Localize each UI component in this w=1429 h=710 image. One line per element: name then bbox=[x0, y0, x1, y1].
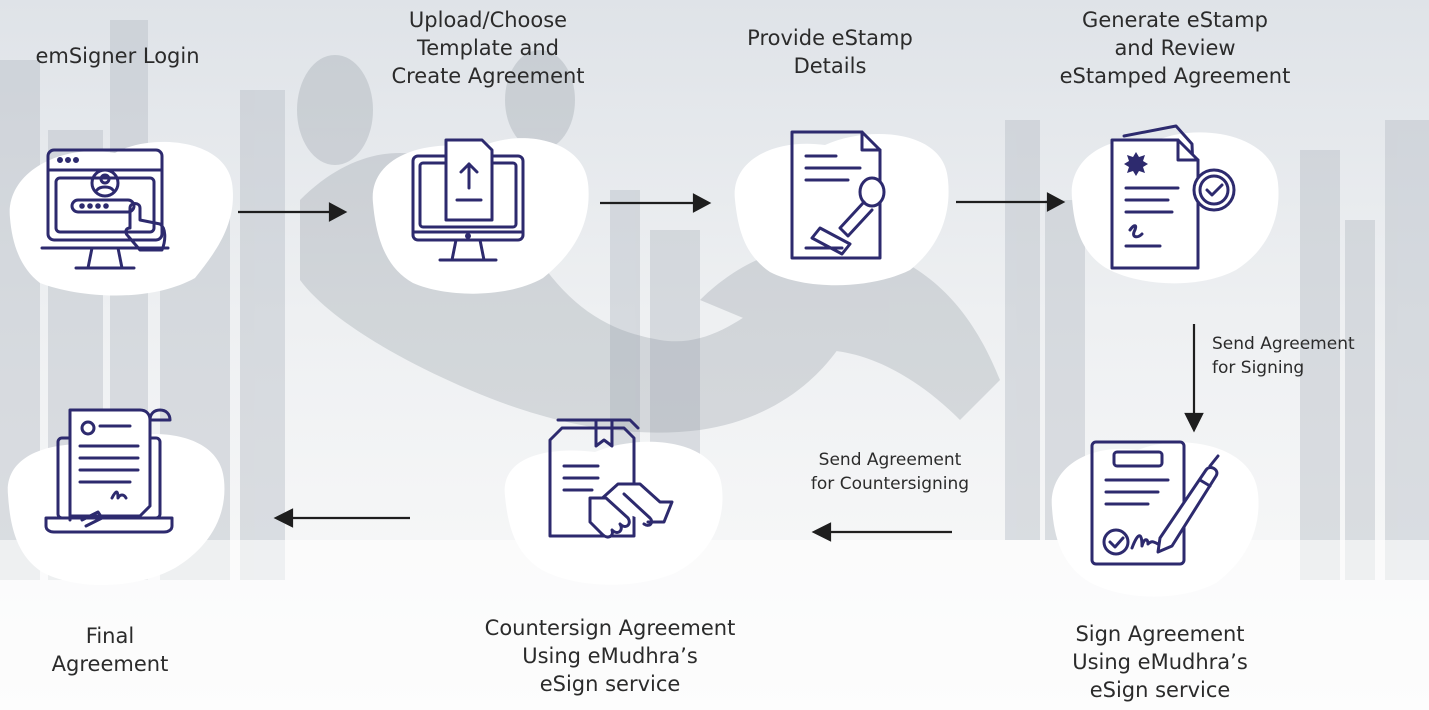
step-countersign-node bbox=[500, 418, 730, 588]
document-pen-sign-icon bbox=[1090, 440, 1220, 566]
step-generate-node bbox=[1068, 118, 1283, 288]
step-label-generate: Generate eStamp and Review eStamped Agre… bbox=[1059, 8, 1291, 88]
computer-login-icon bbox=[40, 148, 170, 270]
certified-document-check-icon bbox=[1110, 124, 1236, 270]
step-label-estamp: Provide eStamp Details bbox=[747, 26, 913, 78]
step-label-login: emSigner Login bbox=[35, 44, 200, 68]
monitor-upload-icon bbox=[411, 138, 525, 262]
edge-label-send-for-signing: Send Agreement for Signing bbox=[1212, 334, 1355, 378]
step-final-node bbox=[0, 400, 230, 600]
document-stamp-icon bbox=[790, 130, 886, 260]
step-estamp-node bbox=[730, 120, 965, 290]
step-upload-node bbox=[368, 128, 603, 298]
step-login-node bbox=[0, 128, 235, 298]
step-label-countersign: Countersign Agreement Using eMudhra’s eS… bbox=[484, 616, 736, 696]
step-label-upload: Upload/Choose Template and Create Agreem… bbox=[391, 8, 585, 88]
document-handshake-icon bbox=[548, 418, 674, 539]
laptop-document-icon bbox=[44, 408, 174, 534]
edge-label-send-for-countersigning: Send Agreement for Countersigning bbox=[810, 450, 970, 494]
step-sign-node bbox=[1048, 428, 1263, 603]
step-label-sign: Sign Agreement Using eMudhra’s eSign ser… bbox=[1072, 622, 1248, 702]
step-label-final: Final Agreement bbox=[51, 624, 169, 676]
